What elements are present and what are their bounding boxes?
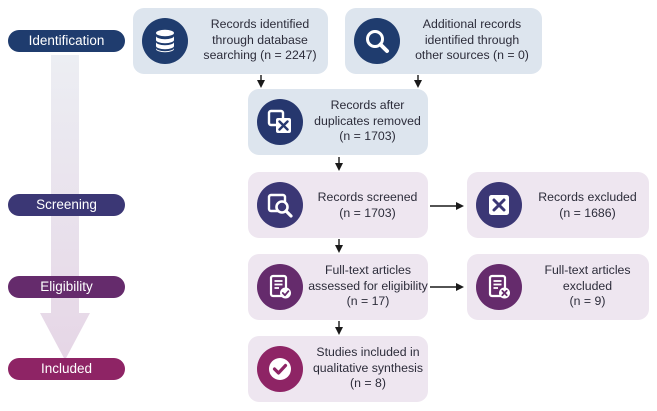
box-records-screened-text: Records screened (n = 1703) (317, 190, 418, 220)
stage-identification: Identification (8, 30, 125, 52)
stage-included: Included (8, 358, 125, 380)
box-database-records: Records identified through database sear… (133, 8, 328, 74)
document-check-icon (257, 264, 303, 310)
stage-eligibility: Eligibility (8, 276, 125, 298)
check-circle-icon (257, 346, 303, 392)
box-fulltext-excluded-text: Full-text articles excluded (n = 9) (544, 263, 631, 308)
box-fulltext-assessed: Full-text articles assessed for eligibil… (248, 254, 428, 320)
box-database-records-text: Records identified through database sear… (203, 17, 317, 62)
box-records-excluded-text: Records excluded (n = 1686) (538, 190, 637, 220)
search-icon (354, 18, 400, 64)
stage-screening: Screening (8, 194, 125, 216)
close-box-icon (476, 182, 522, 228)
database-icon (142, 18, 188, 64)
box-duplicates-removed: Records after duplicates removed (n = 17… (248, 89, 428, 155)
box-studies-included-text: Studies included in qualitative synthesi… (312, 345, 424, 390)
document-x-icon (476, 264, 522, 310)
box-other-records-text: Additional records identified through ot… (415, 17, 529, 62)
box-records-screened: Records screened (n = 1703) (248, 172, 428, 238)
duplicate-remove-icon (257, 99, 303, 145)
box-studies-included: Studies included in qualitative synthesi… (248, 336, 428, 402)
box-duplicates-removed-text: Records after duplicates removed (n = 17… (314, 98, 421, 143)
box-other-records: Additional records identified through ot… (345, 8, 542, 74)
screen-search-icon (257, 182, 303, 228)
box-fulltext-assessed-text: Full-text articles assessed for eligibil… (308, 263, 428, 308)
box-fulltext-excluded: Full-text articles excluded (n = 9) (467, 254, 649, 320)
box-records-excluded: Records excluded (n = 1686) (467, 172, 649, 238)
